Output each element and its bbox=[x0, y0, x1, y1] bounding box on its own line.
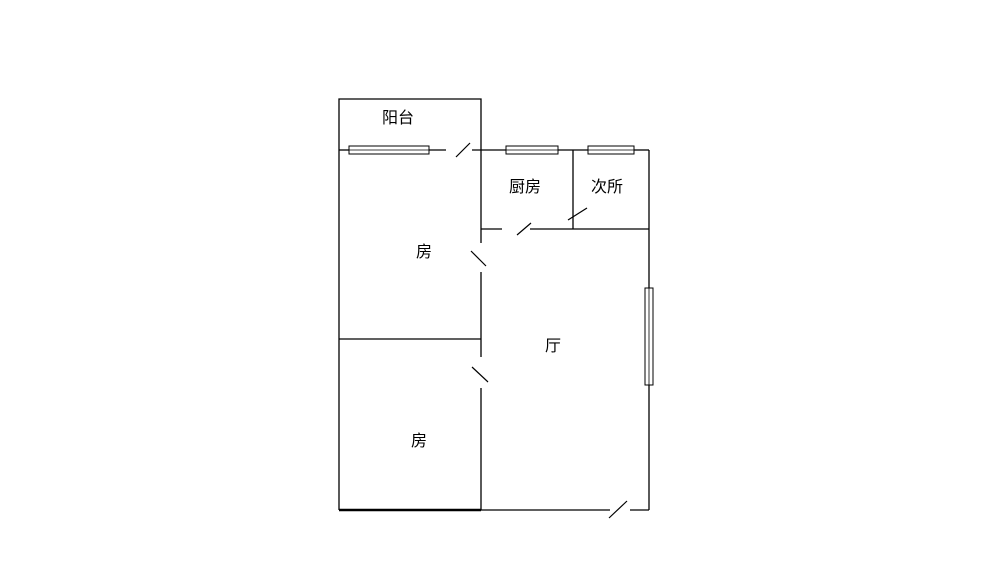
upper-bedroom-door bbox=[470, 250, 487, 267]
kitchen-label: 厨房 bbox=[509, 177, 541, 196]
bathroom-door bbox=[567, 207, 588, 221]
room-labels: 阳台 厨房 次所 房 厅 房 bbox=[382, 108, 623, 450]
balcony-label: 阳台 bbox=[382, 108, 414, 127]
doors bbox=[455, 142, 628, 519]
kitchen-window bbox=[505, 145, 559, 155]
living-room-window bbox=[644, 287, 654, 386]
living-room-label: 厅 bbox=[545, 336, 561, 355]
lower-bedroom-door bbox=[471, 366, 489, 383]
windows bbox=[348, 145, 654, 386]
lower-bedroom-label: 房 bbox=[411, 431, 427, 450]
balcony-door bbox=[455, 142, 471, 158]
kitchen-door bbox=[516, 222, 532, 236]
walls bbox=[338, 98, 650, 512]
balcony-wall bbox=[338, 98, 482, 150]
bathroom-label: 次所 bbox=[591, 177, 623, 196]
entrance-door bbox=[608, 500, 628, 519]
balcony-window bbox=[348, 145, 430, 155]
bathroom-window bbox=[587, 145, 635, 155]
upper-bedroom-label: 房 bbox=[416, 242, 432, 261]
